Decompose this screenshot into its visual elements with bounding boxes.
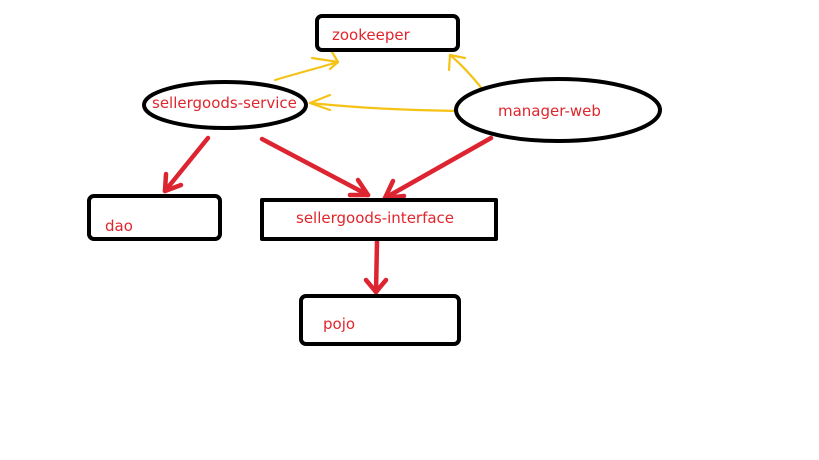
arrowhead: [162, 171, 169, 194]
node-dao-label: dao: [105, 217, 133, 235]
node-sellergoods-interface-label: sellergoods-interface: [296, 209, 454, 227]
node-pojo-outline: [299, 294, 461, 346]
arrowhead: [328, 60, 340, 71]
arrow-sellergoods-interface-to-pojo: [363, 239, 389, 295]
node-sellergoods-service: sellergoods-service: [142, 80, 308, 130]
node-sellergoods-service-label: sellergoods-service: [152, 94, 297, 112]
edges-layer: [162, 50, 494, 295]
arrowhead: [308, 101, 332, 112]
arrowhead: [447, 53, 452, 72]
node-zookeeper-label: zookeeper: [332, 26, 411, 44]
arrow-manager-web-to-sellergoods-service: [308, 93, 460, 113]
node-manager-web-label: manager-web: [498, 102, 601, 120]
arrow-line: [382, 135, 494, 201]
node-manager-web: manager-web: [454, 77, 662, 143]
node-zookeeper: zookeeper: [315, 14, 460, 52]
arrowhead: [382, 178, 396, 201]
arrowhead: [310, 56, 340, 64]
node-dao: dao: [87, 194, 222, 241]
arrow-sellergoods-service-to-sellergoods-interface: [259, 136, 371, 198]
arrow-sellergoods-service-to-zookeeper: [273, 50, 340, 82]
arrowhead: [355, 177, 371, 198]
node-pojo-label: pojo: [323, 315, 355, 333]
arrowhead: [308, 93, 332, 105]
arrow-line: [448, 53, 485, 92]
arrowhead: [448, 53, 467, 60]
arrow-line: [308, 101, 460, 113]
node-pojo: pojo: [299, 294, 461, 346]
arrow-line: [373, 239, 380, 295]
arrowhead: [373, 277, 389, 295]
arrowhead: [382, 193, 407, 201]
arrow-line: [162, 135, 211, 194]
node-dao-outline: [87, 194, 222, 241]
node-zookeeper-outline: [315, 14, 460, 52]
nodes-layer: zookeeper sellergoods-service manager-web d…: [87, 14, 662, 346]
arrow-line: [273, 60, 340, 82]
arrow-line: [259, 136, 371, 198]
node-sellergoods-service-outline: [142, 80, 308, 130]
arrow-sellergoods-service-to-dao: [162, 135, 211, 194]
node-sellergoods-interface: sellergoods-interface: [260, 198, 498, 241]
arrowhead: [330, 50, 340, 64]
arrowhead: [162, 182, 184, 194]
arrowhead: [363, 277, 379, 295]
arrow-manager-web-to-zookeeper: [447, 53, 485, 92]
node-manager-web-outline: [454, 77, 662, 143]
node-sellergoods-interface-outline: [260, 198, 498, 241]
arrow-manager-web-to-sellergoods-interface: [382, 135, 494, 201]
